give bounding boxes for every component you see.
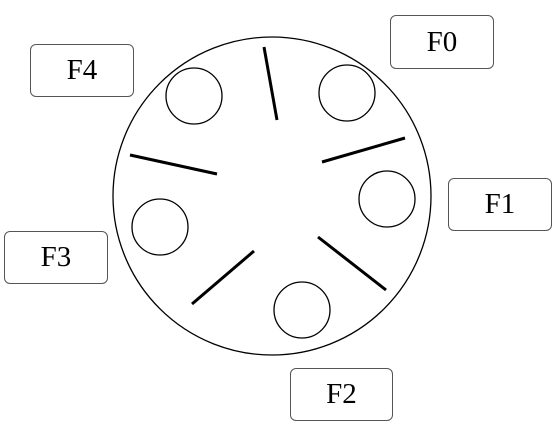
- fork-2: [317, 235, 387, 292]
- plate-1: [358, 170, 416, 228]
- fork-4: [129, 153, 218, 176]
- plate-0: [318, 64, 376, 122]
- label-f3: F3: [4, 231, 108, 284]
- plate-2: [273, 281, 331, 339]
- fork-0: [262, 46, 279, 121]
- label-f2: F2: [290, 368, 393, 421]
- label-f4: F4: [30, 44, 134, 97]
- label-f1: F1: [448, 178, 552, 231]
- table-circle: [112, 36, 432, 356]
- fork-3: [191, 249, 255, 306]
- fork-1: [321, 136, 406, 164]
- plate-4: [165, 67, 223, 125]
- plate-3: [131, 198, 189, 256]
- label-f0: F0: [390, 15, 494, 69]
